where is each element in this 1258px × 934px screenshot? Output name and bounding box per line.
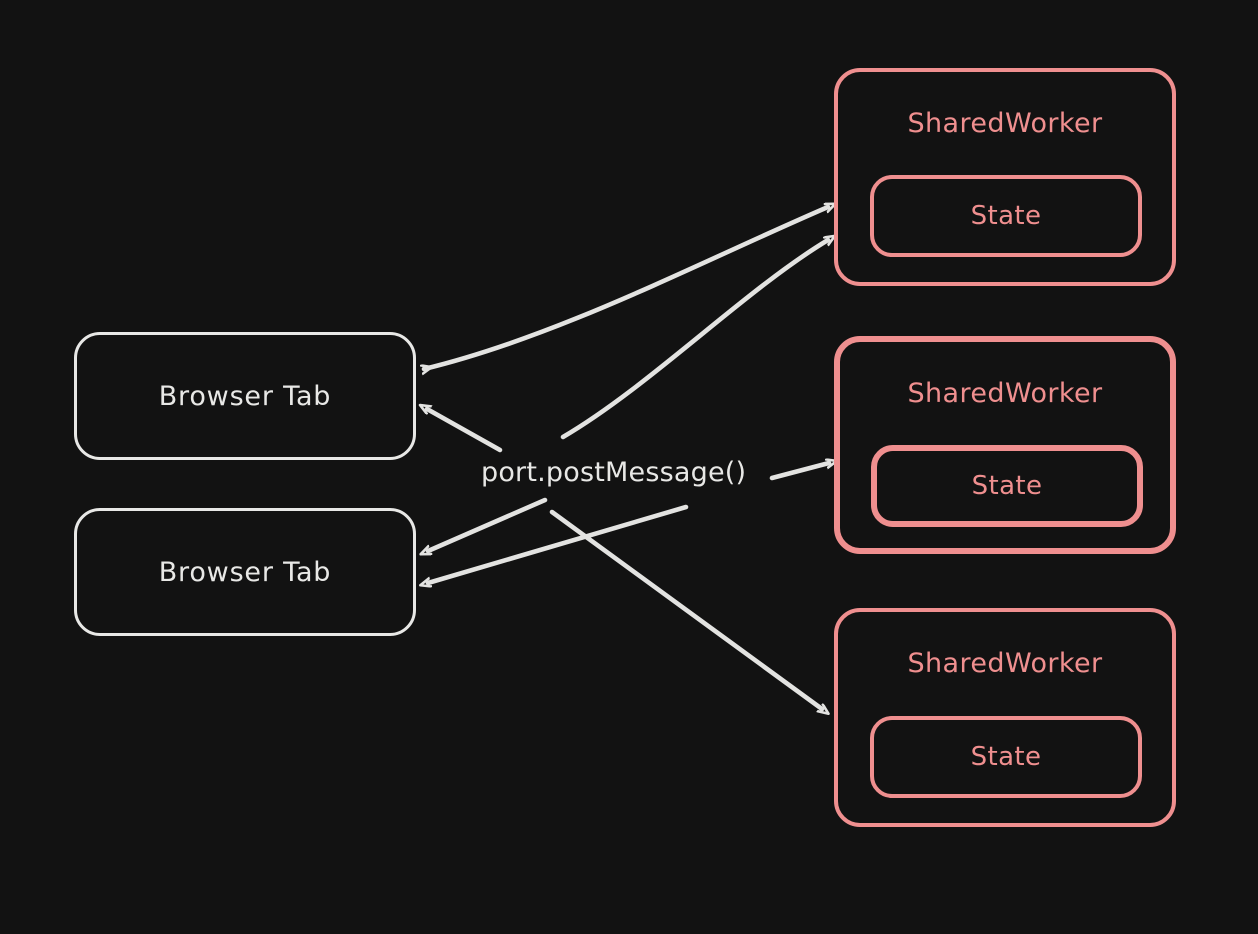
edge-label-worker2	[769, 463, 829, 481]
browser-tab-2[interactable]: Browser Tab	[74, 508, 416, 636]
port-post-message-label: port.postMessage()	[481, 457, 747, 488]
edge-tab1-worker1	[424, 207, 828, 369]
edge-label-tab2	[428, 497, 548, 551]
sharedworker-2[interactable]: SharedWorker State	[834, 336, 1176, 554]
sharedworker-1-title: SharedWorker	[907, 108, 1103, 139]
sharedworker-1[interactable]: SharedWorker State	[834, 68, 1176, 286]
sharedworker-3-title: SharedWorker	[907, 648, 1103, 679]
sharedworker-2-title: SharedWorker	[907, 378, 1103, 409]
browser-tab-1[interactable]: Browser Tab	[74, 332, 416, 460]
browser-tab-2-label: Browser Tab	[158, 556, 332, 588]
edge-label-worker3	[549, 509, 822, 709]
sharedworker-1-state-label: State	[970, 201, 1042, 231]
sharedworker-1-state-box[interactable]: State	[870, 175, 1142, 257]
sharedworker-2-state-label: State	[971, 471, 1043, 501]
browser-tab-1-label: Browser Tab	[158, 380, 332, 412]
sharedworker-3[interactable]: SharedWorker State	[834, 608, 1176, 827]
edge-worker2-tab2	[428, 504, 689, 583]
sharedworker-3-state-box[interactable]: State	[870, 716, 1142, 798]
edge-label-worker1	[560, 240, 828, 440]
sharedworker-2-state-box[interactable]: State	[871, 445, 1143, 527]
edge-label-tab1	[427, 409, 503, 453]
sharedworker-3-state-label: State	[970, 742, 1042, 772]
